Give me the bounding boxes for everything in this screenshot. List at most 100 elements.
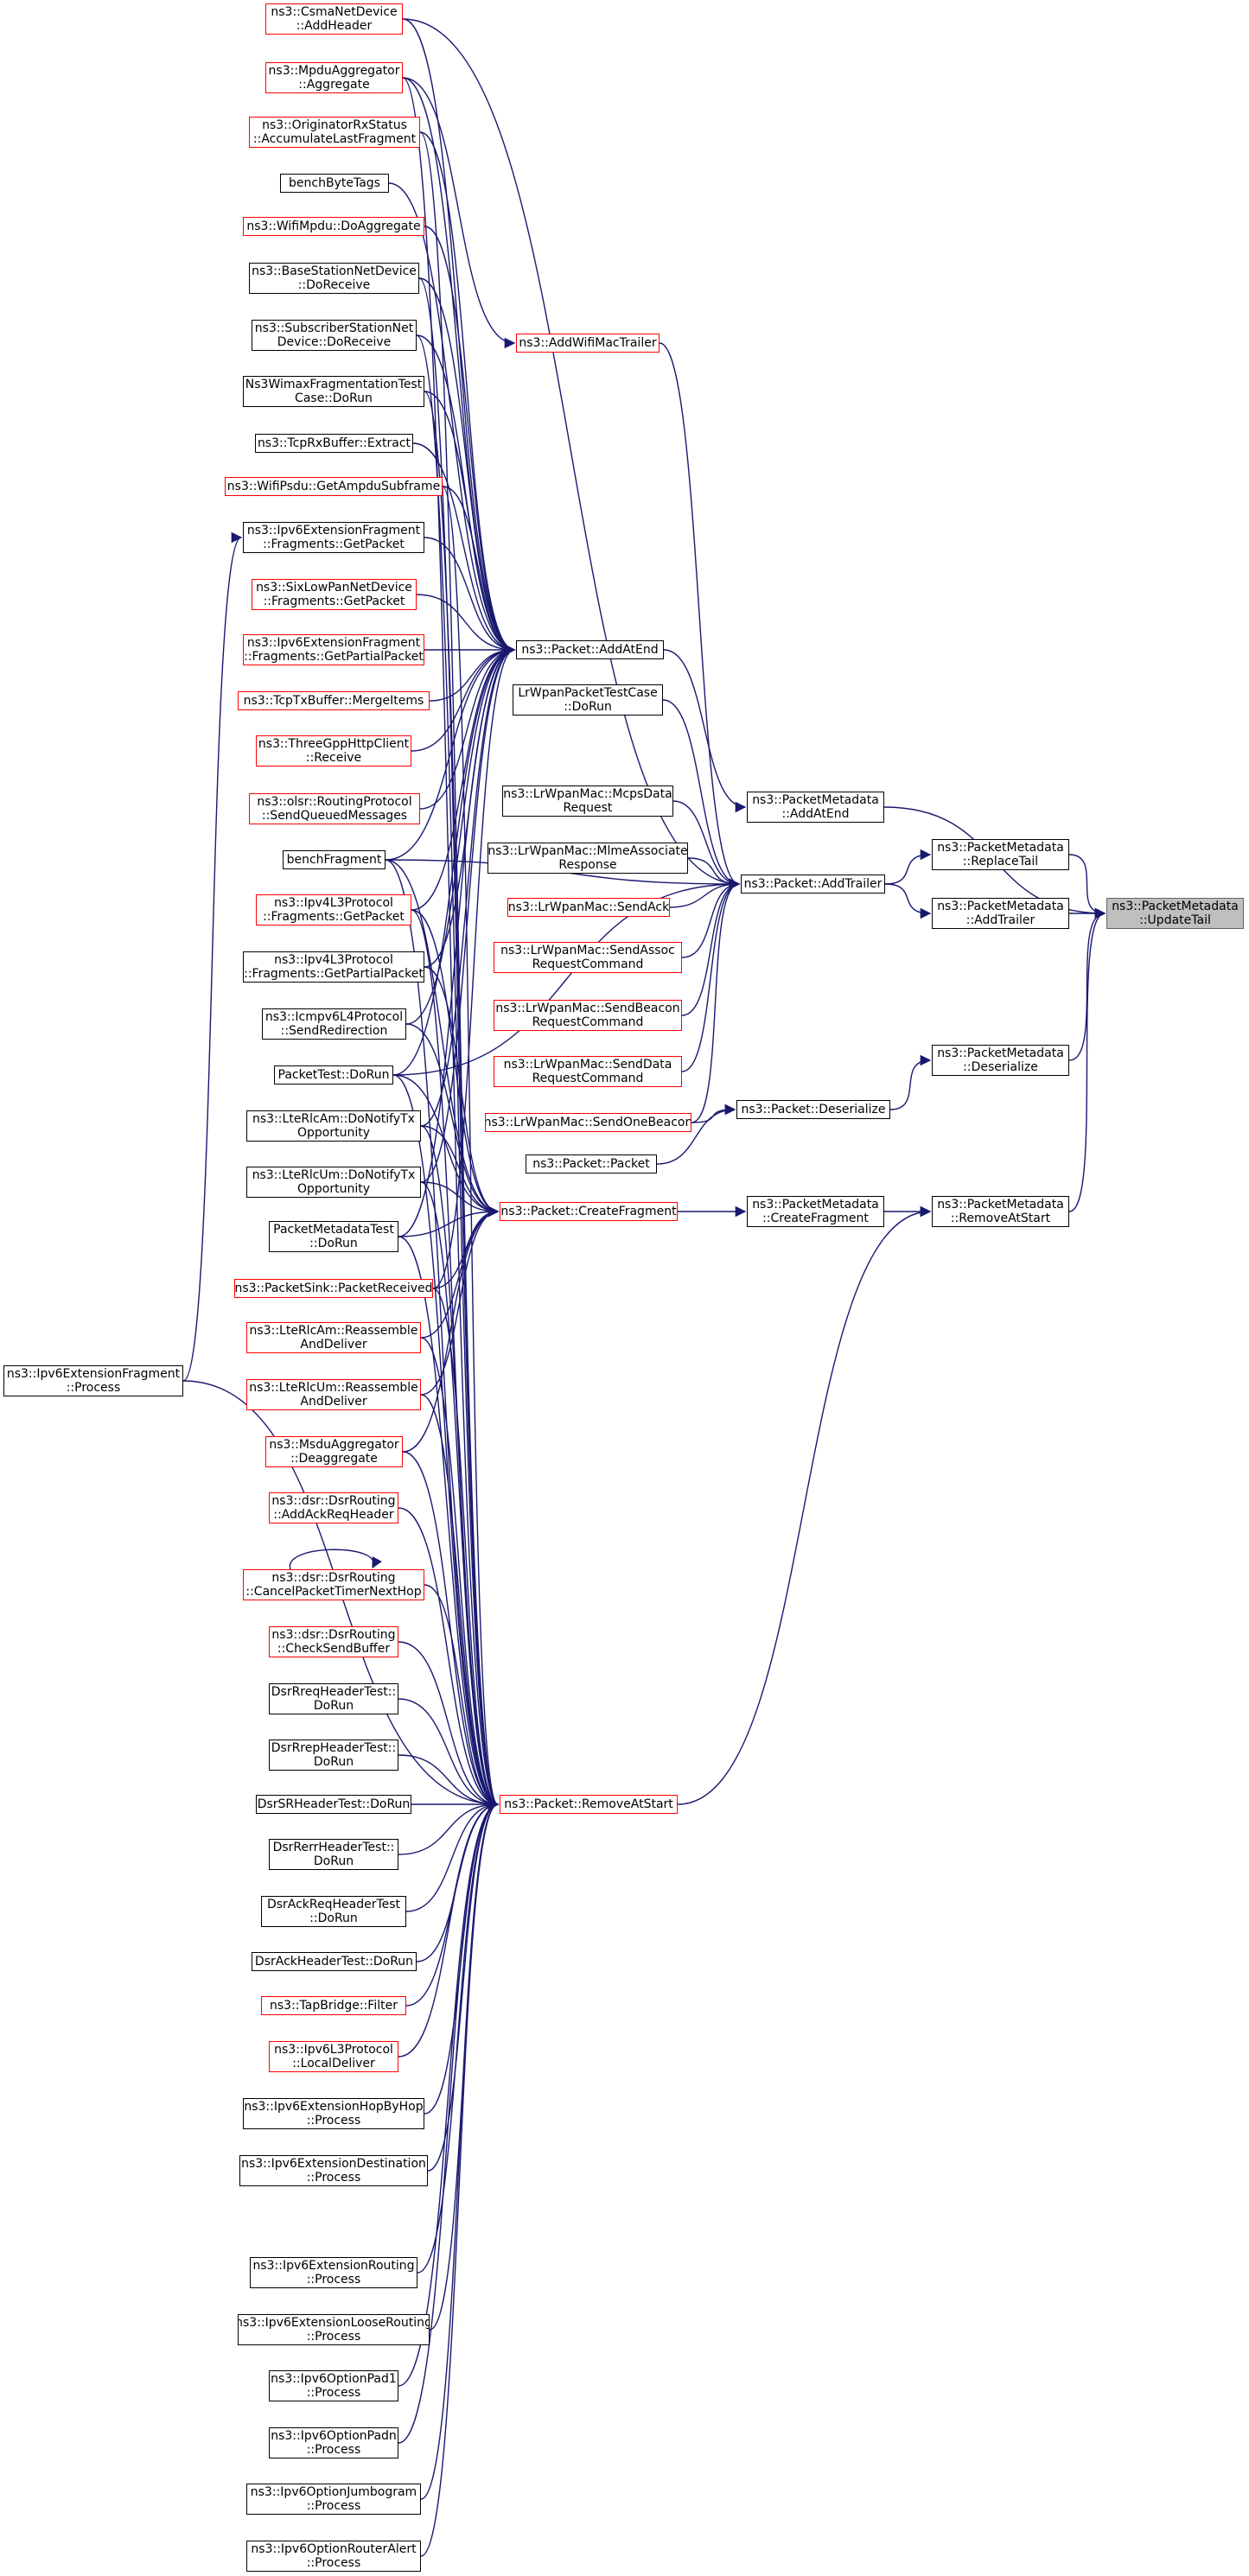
edge-mcpsdatarequest-to-p-addtrailer — [672, 800, 741, 890]
node-p-addatend[interactable]: ns3::Packet::AddAtEnd — [516, 640, 664, 659]
node-lterlcam-reassemble[interactable]: ns3::LteRlcAm::Reassemble AndDeliver — [246, 1322, 421, 1353]
node-msdu-deaggregate[interactable]: ns3::MsduAggregator ::Deaggregate — [265, 1436, 403, 1467]
edge-benchfragment-to-p-createfragment — [385, 859, 500, 1218]
edge-ipv6routeralert-to-p-removeatstart — [420, 1798, 500, 2557]
node-sixlowpan-getpacket[interactable]: ns3::SixLowPanNetDevice ::Fragments::Get… — [252, 579, 417, 610]
node-root: ns3::PacketMetadata ::UpdateTail — [1106, 898, 1244, 929]
node-ipv6looserouting[interactable]: ns3::Ipv6ExtensionLooseRouting ::Process — [238, 2314, 430, 2345]
node-lterlcum-donotify[interactable]: ns3::LteRlcUm::DoNotifyTx Opportunity — [246, 1167, 421, 1198]
node-csma-addheader[interactable]: ns3::CsmaNetDevice ::AddHeader — [265, 3, 403, 35]
edge-psdu-getampdu-to-p-removeatstart — [442, 486, 500, 1810]
node-lterlcum-reassemble[interactable]: ns3::LteRlcUm::Reassemble AndDeliver — [246, 1379, 421, 1410]
node-dsrrerr-dorun[interactable]: DsrRerrHeaderTest:: DoRun — [269, 1839, 398, 1870]
node-pm-addtrailer[interactable]: ns3::PacketMetadata ::AddTrailer — [932, 898, 1069, 929]
node-senddata[interactable]: ns3::LrWpanMac::SendData RequestCommand — [494, 1056, 682, 1087]
node-dsrrep-dorun[interactable]: DsrRrepHeaderTest:: DoRun — [269, 1740, 398, 1771]
node-pm-deserialize[interactable]: ns3::PacketMetadata ::Deserialize — [932, 1045, 1069, 1076]
edge-bs-doreceive-to-p-addatend — [418, 277, 516, 656]
node-dsr-cancelpacket[interactable]: ns3::dsr::DsrRouting ::CancelPacketTimer… — [243, 1569, 424, 1600]
node-dsrreq-dorun[interactable]: DsrRreqHeaderTest:: DoRun — [269, 1683, 398, 1714]
node-pm-replacetail[interactable]: ns3::PacketMetadata ::ReplaceTail — [932, 839, 1069, 870]
node-mlmeassociate[interactable]: ns3::LrWpanMac::MlmeAssociate Response — [487, 843, 688, 874]
node-originator[interactable]: ns3::OriginatorRxStatus ::AccumulateLast… — [249, 117, 420, 148]
node-dsr-checksend[interactable]: ns3::dsr::DsrRouting ::CheckSendBuffer — [269, 1626, 398, 1657]
node-benchbytetags[interactable]: benchByteTags — [280, 174, 389, 193]
node-dsr-addackreq[interactable]: ns3::dsr::DsrRouting ::AddAckReqHeader — [269, 1492, 398, 1523]
node-sendack[interactable]: ns3::LrWpanMac::SendAck — [507, 898, 670, 917]
node-ipv6padn[interactable]: ns3::Ipv6OptionPadn ::Process — [269, 2427, 398, 2458]
node-packettest-dorun[interactable]: PacketTest::DoRun — [274, 1065, 393, 1084]
edge-msdu-deaggregate-to-p-removeatstart — [402, 1451, 500, 1810]
node-p-removeatstart[interactable]: ns3::Packet::RemoveAtStart — [500, 1795, 678, 1814]
edge-msdu-deaggregate-to-p-createfragment — [402, 1205, 500, 1453]
node-lterlcam-donotify[interactable]: ns3::LteRlcAm::DoNotifyTx Opportunity — [246, 1110, 421, 1142]
edge-dsrackreq-dorun-to-p-removeatstart — [405, 1798, 500, 1912]
node-ss-doreceive[interactable]: ns3::SubscriberStationNet Device::DoRece… — [252, 320, 417, 351]
node-ipv6frag-getpartial[interactable]: ns3::Ipv6ExtensionFragment ::Fragments::… — [243, 634, 424, 665]
node-wifimpdu-doaggregate[interactable]: ns3::WifiMpdu::DoAggregate — [243, 217, 424, 236]
node-ipv4l3-getpacket[interactable]: ns3::Ipv4L3Protocol ::Fragments::GetPack… — [256, 894, 411, 925]
edge-pm-removeatstart-to-root — [1068, 907, 1106, 1212]
edge-dsrrerr-dorun-to-p-removeatstart — [398, 1798, 500, 1855]
edge-ipv4l3-getpacket-to-p-createfragment — [411, 909, 500, 1218]
edge-lterlcam-donotify-to-p-removeatstart — [420, 1125, 500, 1810]
node-dsrack-dorun[interactable]: DsrAckHeaderTest::DoRun — [252, 1952, 417, 1971]
node-olsr-sendqueued[interactable]: ns3::olsr::RoutingProtocol ::SendQueuedM… — [249, 793, 420, 824]
edge-p-addtrailer-to-pm-addtrailer — [884, 883, 932, 919]
edge-ipv6l3-localdeliver-to-p-removeatstart — [398, 1798, 500, 2058]
node-psdu-getampdu[interactable]: ns3::WifiPsdu::GetAmpduSubframe — [225, 477, 443, 496]
edge-lrwpantestcase-to-p-addtrailer — [662, 699, 741, 890]
edge-ipv6frag-process-to-ipv6frag-getpacket — [182, 531, 243, 1382]
node-pm-createfragment[interactable]: ns3::PacketMetadata ::CreateFragment — [747, 1196, 884, 1227]
edge-senddata-to-p-addtrailer — [681, 878, 741, 1072]
edge-ipv6pad1-to-p-removeatstart — [398, 1798, 500, 2387]
node-mpdu-aggregate[interactable]: ns3::MpduAggregator ::Aggregate — [265, 62, 403, 93]
node-dsrackreq-dorun[interactable]: DsrAckReqHeaderTest ::DoRun — [261, 1896, 406, 1927]
node-ipv6destination[interactable]: ns3::Ipv6ExtensionDestination ::Process — [239, 2155, 428, 2186]
edge-psdu-getampdu-to-p-addatend — [442, 486, 516, 656]
node-pm-removeatstart[interactable]: ns3::PacketMetadata ::RemoveAtStart — [932, 1196, 1069, 1227]
node-bs-doreceive[interactable]: ns3::BaseStationNetDevice ::DoReceive — [249, 263, 419, 294]
node-ipv6l3-localdeliver[interactable]: ns3::Ipv6L3Protocol ::LocalDeliver — [269, 2041, 398, 2072]
edge-sendbeacon-to-p-addtrailer — [681, 878, 741, 1016]
node-p-deserialize[interactable]: ns3::Packet::Deserialize — [736, 1100, 890, 1119]
node-p-addtrailer[interactable]: ns3::Packet::AddTrailer — [741, 875, 885, 894]
node-pm-addatend[interactable]: ns3::PacketMetadata ::AddAtEnd — [747, 792, 884, 823]
node-ipv6jumbogram[interactable]: ns3::Ipv6OptionJumbogram ::Process — [246, 2484, 421, 2515]
node-ipv6pad1[interactable]: ns3::Ipv6OptionPad1 ::Process — [269, 2370, 398, 2401]
node-pmtest-dorun[interactable]: PacketMetadataTest ::DoRun — [269, 1221, 398, 1252]
edge-threegpp-receive-to-p-addatend — [411, 644, 516, 752]
node-benchfragment[interactable]: benchFragment — [283, 850, 386, 869]
edge-sendonebeacon-to-p-addtrailer — [691, 878, 741, 1123]
node-mcpsdatarequest[interactable]: ns3::LrWpanMac::McpsData Request — [502, 786, 673, 817]
node-sendbeacon[interactable]: ns3::LrWpanMac::SendBeacon RequestComman… — [494, 1000, 682, 1031]
node-ipv6hopbyhop[interactable]: ns3::Ipv6ExtensionHopByHop ::Process — [243, 2098, 424, 2129]
node-sendassoc[interactable]: ns3::LrWpanMac::SendAssoc RequestCommand — [494, 942, 682, 973]
node-ipv4l3-getpartial[interactable]: ns3::Ipv4L3Protocol ::Fragments::GetPart… — [243, 951, 424, 983]
edge-icmpv6-sendredirection-to-p-addatend — [405, 644, 516, 1025]
node-lrwpantestcase[interactable]: LrWpanPacketTestCase ::DoRun — [513, 684, 663, 716]
node-p-createfragment[interactable]: ns3::Packet::CreateFragment — [500, 1202, 678, 1221]
node-packetsink-received[interactable]: ns3::PacketSink::PacketReceived — [234, 1279, 433, 1298]
edge-dsrrep-dorun-to-p-removeatstart — [398, 1754, 500, 1810]
node-threegpp-receive[interactable]: ns3::ThreeGppHttpClient ::Receive — [256, 735, 411, 766]
node-icmpv6-sendredirection[interactable]: ns3::Icmpv6L4Protocol ::SendRedirection — [262, 1008, 406, 1040]
node-sendonebeacon[interactable]: ns3::LrWpanMac::SendOneBeacon — [485, 1113, 691, 1132]
node-tapbridge-filter[interactable]: ns3::TapBridge::Filter — [261, 1996, 406, 2015]
node-p-packet[interactable]: ns3::Packet::Packet — [526, 1154, 657, 1174]
edge-packetsink-received-to-p-removeatstart — [432, 1288, 500, 1810]
node-ipv6routing[interactable]: ns3::Ipv6ExtensionRouting ::Process — [250, 2257, 417, 2288]
node-dsrsr-dorun[interactable]: DsrSRHeaderTest::DoRun — [256, 1795, 411, 1814]
node-ipv6frag-getpacket[interactable]: ns3::Ipv6ExtensionFragment ::Fragments::… — [243, 522, 424, 553]
node-wimaxfrag[interactable]: Ns3WimaxFragmentationTest Case::DoRun — [243, 376, 424, 407]
edge-dsrreq-dorun-to-p-removeatstart — [398, 1698, 500, 1810]
edge-wifimpdu-doaggregate-to-p-addatend — [424, 226, 516, 656]
edge-pm-replacetail-to-root — [1068, 854, 1106, 919]
edge-lterlcam-reassemble-to-p-removeatstart — [420, 1337, 500, 1810]
node-tcprx-extract[interactable]: ns3::TcpRxBuffer::Extract — [255, 434, 413, 453]
node-tcptx-mergeitems[interactable]: ns3::TcpTxBuffer::MergeItems — [238, 691, 430, 710]
node-ipv6frag-process[interactable]: ns3::Ipv6ExtensionFragment ::Process — [3, 1365, 183, 1396]
edge-p-packet-to-p-deserialize — [656, 1104, 736, 1165]
node-addwifimactrailer[interactable]: ns3::AddWifiMacTrailer — [516, 334, 660, 353]
node-ipv6routeralert[interactable]: ns3::Ipv6OptionRouterAlert ::Process — [246, 2541, 421, 2572]
